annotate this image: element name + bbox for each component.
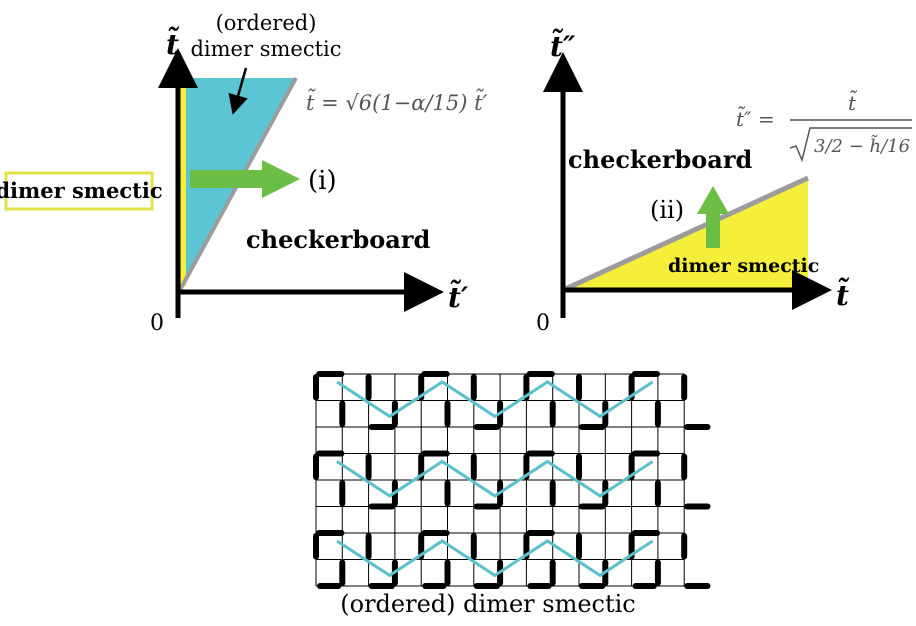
- left-boundary-formula: t̃ = √6(1−α/15) t̃′: [306, 88, 488, 115]
- right-checkerboard-label: checkerboard: [568, 145, 752, 174]
- ordered-label-line2: dimer smectic: [190, 37, 341, 61]
- left-y-axis-label: t̃: [166, 26, 180, 61]
- lattice-zigzag-line: [336, 380, 654, 419]
- transition-label-i: (i): [308, 166, 337, 196]
- lattice-zigzag-line: [336, 539, 654, 578]
- right-formula-denominator: 3/2 − h̃/16: [814, 134, 910, 157]
- left-checkerboard-label: checkerboard: [246, 225, 430, 254]
- ordered-pointer-arrow: [228, 67, 248, 115]
- dimer-smectic-strip: [176, 78, 186, 286]
- ordered-label-line1: (ordered): [216, 11, 317, 35]
- left-x-axis-label: t̃′: [448, 279, 469, 314]
- transition-arrow-ii: [697, 186, 729, 248]
- right-origin-label: 0: [536, 311, 550, 336]
- right-formula-sqrt-sign: [789, 127, 912, 163]
- lattice-caption: (ordered) dimer smectic: [340, 590, 635, 618]
- right-boundary-line: [561, 175, 810, 293]
- left-origin-label: 0: [150, 311, 164, 336]
- right-phase-diagram: t̃″ t̃ 0 t̃″ = t̃ 3/2 − h̃/16 checkerboa…: [536, 28, 912, 336]
- right-formula-numerator: t̃: [848, 89, 858, 115]
- right-x-axis-label: t̃: [836, 277, 850, 312]
- dimer-smectic-label-box: [4, 171, 154, 211]
- transition-arrow-i: [190, 160, 300, 198]
- axis-dimer-smectic-label: dimer smectic: [0, 178, 163, 203]
- right-formula-lhs: t̃″ =: [736, 105, 775, 131]
- right-dimer-smectic-label: dimer smectic: [668, 255, 819, 277]
- left-phase-diagram: t̃ t̃′ 0 (ordered) dimer smectic t̃ = √6…: [0, 11, 488, 336]
- lattice-zigzag-line: [336, 459, 654, 498]
- dimer-lattice: [313, 371, 711, 589]
- transition-label-ii: (ii): [650, 196, 684, 224]
- right-y-axis-label: t̃″: [550, 28, 576, 63]
